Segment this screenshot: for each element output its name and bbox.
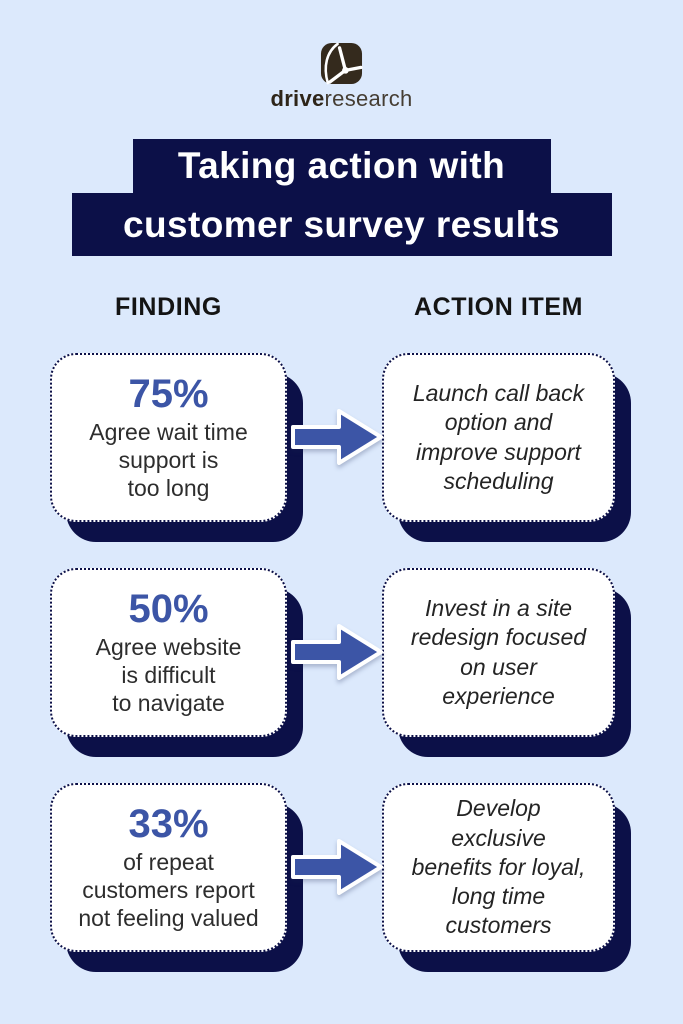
column-header-action: ACTION ITEM: [413, 293, 584, 321]
steering-wheel-icon: [320, 42, 363, 85]
title-line-2: customer survey results: [71, 193, 612, 256]
finding-card-3-content: 33% of repeat customers report not feeli…: [50, 783, 287, 952]
row-3: 33% of repeat customers report not feeli…: [0, 783, 683, 973]
action-text-3: Develop exclusive benefits for loyal, lo…: [382, 783, 615, 952]
finding-text-1: Agree wait time support is too long: [89, 418, 248, 502]
arrow-right-icon: [291, 839, 383, 895]
stat-value-2: 50%: [128, 586, 209, 631]
stat-value-1: 75%: [128, 371, 209, 416]
action-text-1: Launch call back option and improve supp…: [382, 353, 615, 522]
column-header-finding: FINDING: [115, 293, 222, 321]
logo: driveresearch: [0, 42, 683, 112]
row-1: 75% Agree wait time support is too long …: [0, 353, 683, 543]
stat-value-3: 33%: [128, 801, 209, 846]
logo-brand-bold: drive: [270, 86, 325, 111]
finding-text-2: Agree website is difficult to navigate: [95, 633, 242, 717]
finding-card-2-content: 50% Agree website is difficult to naviga…: [50, 568, 287, 737]
finding-text-3: of repeat customers report not feeling v…: [78, 848, 259, 932]
finding-card-2: 50% Agree website is difficult to naviga…: [50, 568, 303, 757]
title-banner: Taking action with customer survey resul…: [0, 139, 683, 256]
action-card-1: Launch call back option and improve supp…: [382, 353, 631, 542]
action-text-2: Invest in a site redesign focused on use…: [382, 568, 615, 737]
finding-card-3: 33% of repeat customers report not feeli…: [50, 783, 303, 972]
logo-text: driveresearch: [270, 86, 412, 112]
row-2: 50% Agree website is difficult to naviga…: [0, 568, 683, 758]
arrow-right-icon: [291, 409, 383, 465]
logo-brand-regular: research: [324, 86, 413, 111]
finding-card-1-content: 75% Agree wait time support is too long: [50, 353, 287, 522]
action-card-3: Develop exclusive benefits for loyal, lo…: [382, 783, 631, 972]
title-line-1: Taking action with: [132, 139, 551, 193]
action-card-2: Invest in a site redesign focused on use…: [382, 568, 631, 757]
arrow-right-icon: [291, 624, 383, 680]
finding-card-1: 75% Agree wait time support is too long: [50, 353, 303, 542]
